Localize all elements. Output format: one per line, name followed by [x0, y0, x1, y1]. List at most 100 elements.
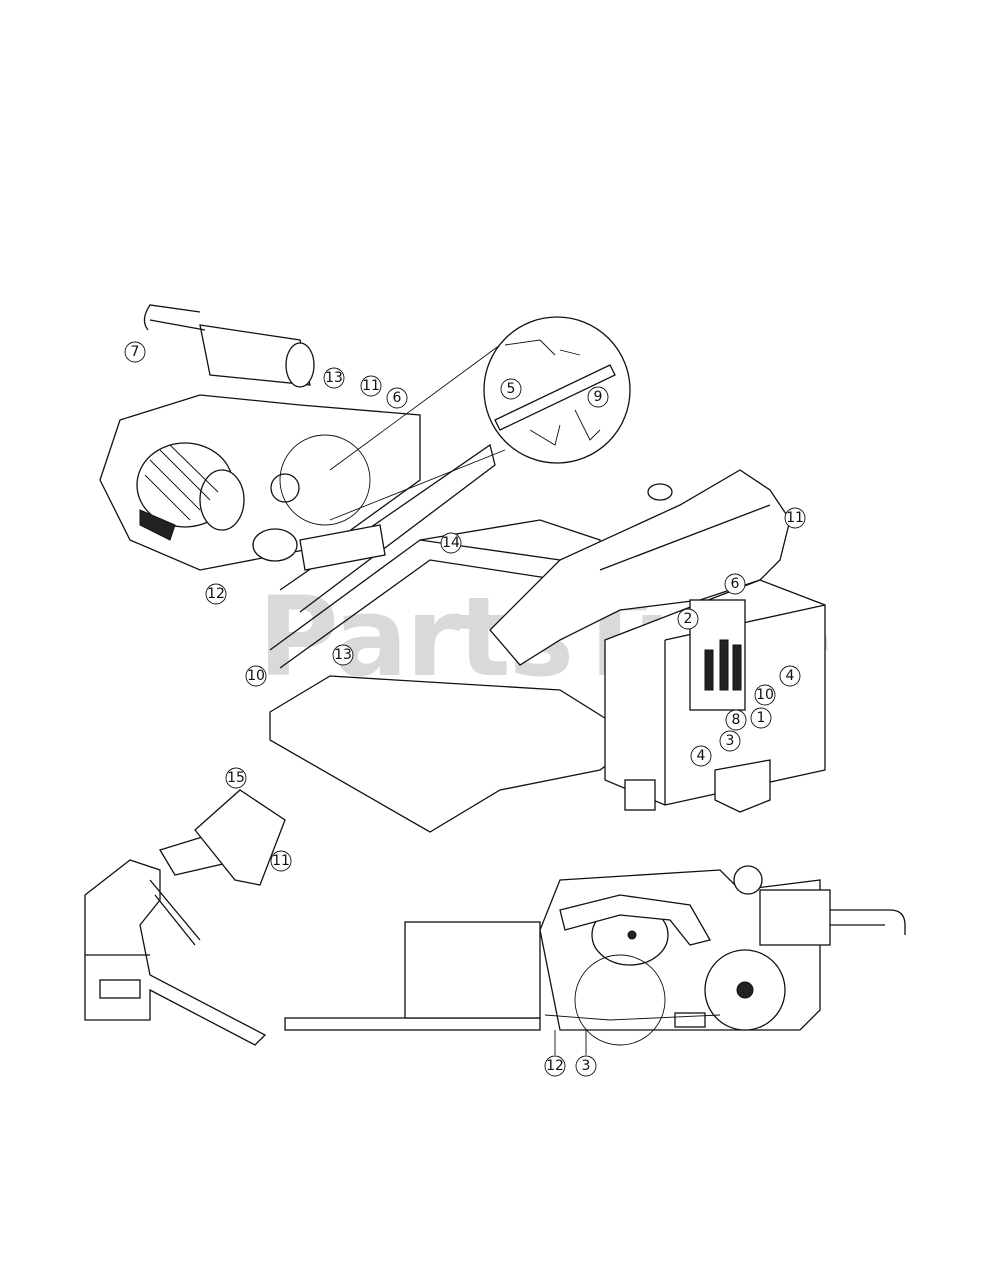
center-box — [404, 921, 541, 1019]
callout-label: 11 — [272, 853, 290, 869]
callout-circle — [754, 684, 776, 706]
callout-circle — [779, 665, 801, 687]
callout-label: 11 — [362, 378, 380, 394]
callout-circle — [124, 341, 146, 363]
callout-label: 10 — [247, 668, 265, 684]
callout-circle — [724, 573, 746, 595]
lever-housing — [194, 789, 286, 886]
callout-label: 8 — [732, 712, 741, 728]
callout-label: 2 — [684, 611, 693, 627]
support-block — [624, 779, 656, 811]
callout-circle — [725, 709, 747, 731]
callout-label: 13 — [334, 647, 352, 663]
callout-c3a: 3 — [719, 730, 741, 752]
callout-c4b: 4 — [690, 745, 712, 767]
callout-c1: 1 — [750, 707, 772, 729]
detail-link — [504, 339, 581, 356]
linkage-rod — [149, 879, 201, 946]
callout-label: 11 — [786, 510, 804, 526]
frame-rail-left-inner — [279, 559, 561, 669]
callout-label: 7 — [131, 344, 140, 360]
callout-c5a: 5 — [500, 378, 522, 400]
rear-bracket — [714, 759, 771, 813]
callout-c2: 2 — [677, 608, 699, 630]
callout-circle — [719, 730, 741, 752]
callout-circle — [690, 745, 712, 767]
callout-label: 4 — [697, 748, 706, 764]
knob — [647, 483, 673, 501]
callout-c3b: 3 — [575, 1055, 597, 1077]
pulley — [270, 473, 300, 503]
callout-circle — [750, 707, 772, 729]
air-cleaner-cap — [199, 469, 245, 531]
deck-plate — [269, 675, 642, 833]
callout-circle — [544, 1055, 566, 1077]
fender-edge — [599, 504, 771, 571]
chassis-front — [84, 859, 267, 1046]
callout-c7: 7 — [124, 341, 146, 363]
muffler-end — [285, 342, 315, 388]
callout-circle — [360, 375, 382, 397]
callout-c12a: 12 — [205, 583, 227, 605]
callout-label: 4 — [786, 668, 795, 684]
callout-c14: 14 — [440, 532, 462, 554]
detail-bar — [494, 364, 616, 431]
module-part-b — [719, 639, 729, 691]
callout-circle — [500, 378, 522, 400]
callout-c6a: 6 — [386, 387, 408, 409]
callout-circle — [225, 767, 247, 789]
callout-c15: 15 — [225, 767, 247, 789]
callout-label: 12 — [207, 586, 225, 602]
muffler-cap — [733, 865, 763, 895]
fender — [489, 469, 791, 666]
callout-circle — [587, 386, 609, 408]
callout-circle — [332, 644, 354, 666]
callout-label: 14 — [442, 535, 460, 551]
callout-c13a: 13 — [323, 367, 345, 389]
muffler-right — [759, 889, 831, 946]
cable — [544, 1014, 721, 1021]
callout-circle — [677, 608, 699, 630]
callout-label: 13 — [325, 370, 343, 386]
callout-circle — [575, 1055, 597, 1077]
callout-c10b: 10 — [754, 684, 776, 706]
flywheel-outline — [279, 434, 371, 526]
module-part-a — [704, 649, 714, 691]
belt-outline — [574, 954, 666, 1046]
callout-c13b: 13 — [332, 644, 354, 666]
engine-shadow — [139, 509, 176, 541]
floor-bar — [284, 1017, 541, 1031]
bracket-plate — [299, 524, 386, 571]
top-assembly — [99, 304, 826, 833]
callout-c8: 8 — [725, 709, 747, 731]
callout-circle — [205, 583, 227, 605]
flywheel-hub — [736, 981, 754, 999]
chassis-window — [99, 979, 141, 999]
callout-c11c: 11 — [270, 850, 292, 872]
callout-circle — [440, 532, 462, 554]
callout-circle — [245, 665, 267, 687]
callout-label: 6 — [731, 576, 740, 592]
bottom-assembly — [84, 789, 906, 1055]
callout-label: 6 — [393, 390, 402, 406]
detail-leader — [329, 344, 506, 521]
callout-c4a: 4 — [779, 665, 801, 687]
callout-label: 10 — [756, 687, 774, 703]
callout-c11a: 11 — [360, 375, 382, 397]
exhaust-pipe-right — [830, 909, 906, 935]
starter — [252, 528, 298, 562]
callout-label: 5 — [507, 381, 516, 397]
air-cleaner-ribs — [144, 444, 219, 521]
muffler — [199, 324, 311, 386]
battery — [674, 1012, 706, 1028]
callout-label: 3 — [726, 733, 735, 749]
callout-circle — [270, 850, 292, 872]
callout-circle — [323, 367, 345, 389]
callout-circle — [784, 507, 806, 529]
callout-c9: 9 — [587, 386, 609, 408]
leader-lines-bottom — [554, 1030, 587, 1055]
callout-c11b: 11 — [784, 507, 806, 529]
